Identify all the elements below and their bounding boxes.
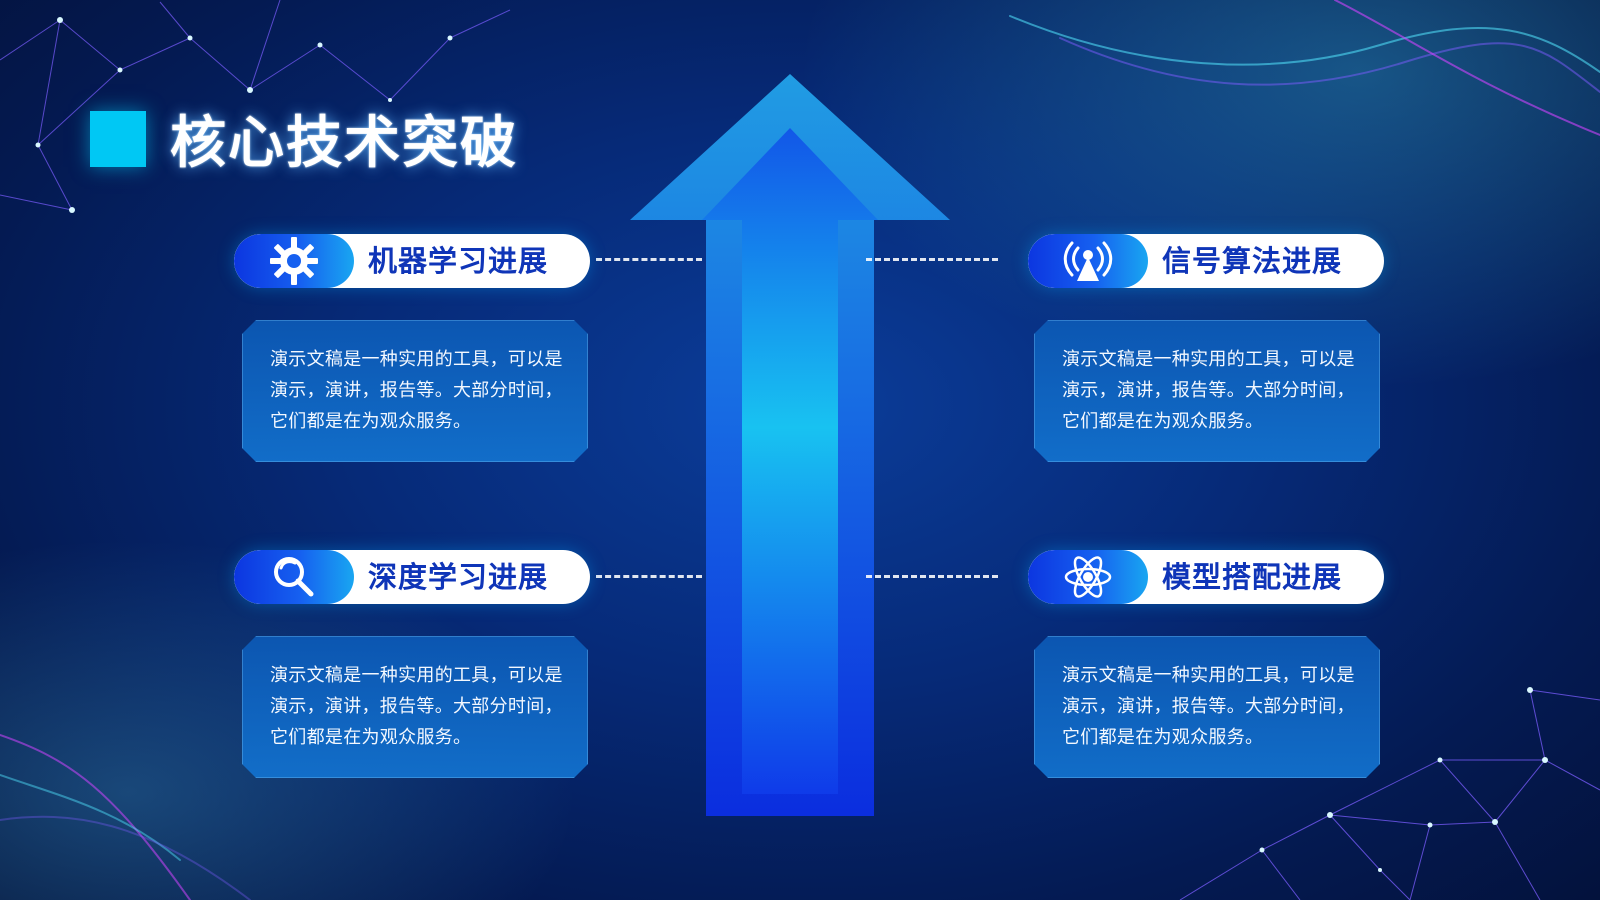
connector-bottom-right [866, 575, 998, 578]
feature-icon-wrap [1028, 550, 1148, 604]
feature-description: 演示文稿是一种实用的工具，可以是演示，演讲，报告等。大部分时间，它们都是在为观众… [270, 349, 563, 432]
search-icon [274, 557, 314, 597]
feature-pill-signal-algorithm: 信号算法进展 [1028, 234, 1384, 288]
feature-card-signal-algorithm: 演示文稿是一种实用的工具，可以是演示，演讲，报告等。大部分时间，它们都是在为观众… [1034, 320, 1380, 462]
feature-description: 演示文稿是一种实用的工具，可以是演示，演讲，报告等。大部分时间，它们都是在为观众… [1062, 349, 1355, 432]
feature-title: 信号算法进展 [1162, 244, 1343, 278]
feature-card-deep-learning: 演示文稿是一种实用的工具，可以是演示，演讲，报告等。大部分时间，它们都是在为观众… [242, 636, 588, 778]
connector-top-right [866, 258, 998, 261]
feature-description: 演示文稿是一种实用的工具，可以是演示，演讲，报告等。大部分时间，它们都是在为观众… [270, 665, 563, 748]
feature-pill-model-matching: 模型搭配进展 [1028, 550, 1384, 604]
signal-tower-icon [1063, 241, 1113, 281]
connector-bottom-left [596, 575, 702, 578]
title-group: 核心技术突破 [90, 98, 518, 179]
feature-title: 机器学习进展 [368, 244, 549, 278]
feature-icon-wrap [234, 234, 354, 288]
feature-card-model-matching: 演示文稿是一种实用的工具，可以是演示，演讲，报告等。大部分时间，它们都是在为观众… [1034, 636, 1380, 778]
feature-icon-wrap [1028, 234, 1148, 288]
feature-card-machine-learning: 演示文稿是一种实用的工具，可以是演示，演讲，报告等。大部分时间，它们都是在为观众… [242, 320, 588, 462]
page-title: 核心技术突破 [170, 111, 518, 176]
feature-pill-machine-learning: 机器学习进展 [234, 234, 590, 288]
gear-icon [270, 237, 318, 285]
connector-top-left [596, 258, 702, 261]
feature-title: 模型搭配进展 [1162, 560, 1343, 594]
feature-title: 深度学习进展 [368, 560, 549, 594]
feature-description: 演示文稿是一种实用的工具，可以是演示，演讲，报告等。大部分时间，它们都是在为观众… [1062, 665, 1355, 748]
title-accent-square [90, 110, 146, 167]
feature-icon-wrap [234, 550, 354, 604]
atom-icon [1064, 556, 1112, 598]
feature-pill-deep-learning: 深度学习进展 [234, 550, 590, 604]
center-arrow [630, 74, 950, 816]
